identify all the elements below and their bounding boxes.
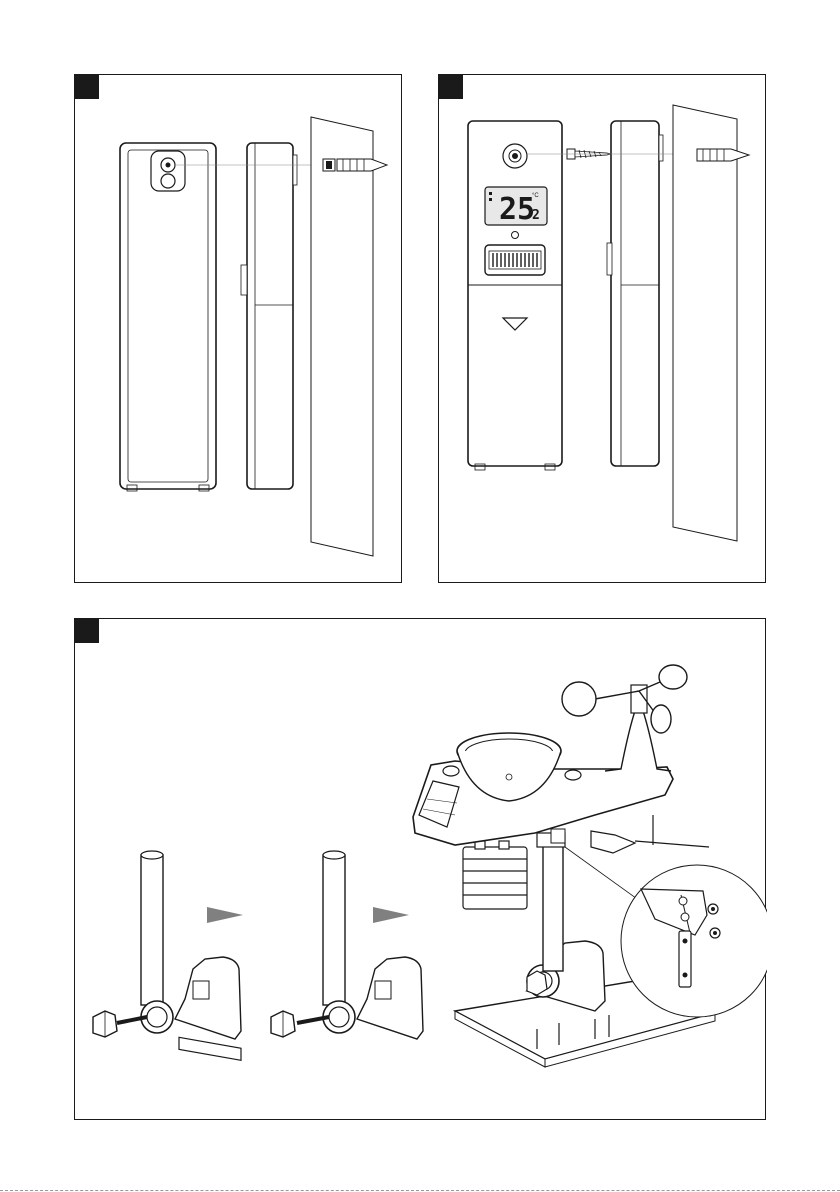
panel-3 [74, 618, 766, 1120]
panel-2-illustration: 25 2 °C [439, 75, 767, 584]
detail-callout [621, 865, 767, 1017]
mount-hole-icon [503, 144, 527, 168]
nut-icon [710, 928, 720, 938]
page-bottom-rule [0, 1190, 840, 1191]
step-2-pole-mount [271, 851, 423, 1039]
sensor-side [247, 143, 293, 489]
radiation-shield [463, 841, 527, 909]
keyhole-mount-icon [151, 151, 185, 191]
led-indicator [512, 232, 519, 239]
wall-plug-icon [697, 149, 749, 161]
wind-vane [591, 815, 709, 853]
sensor-back [120, 143, 216, 489]
panel-1 [74, 74, 402, 583]
anemometer-cups [562, 665, 687, 733]
knob-icon [271, 1011, 295, 1037]
display-unit-side [611, 121, 659, 466]
wall-plane [673, 105, 737, 541]
knob-icon [93, 1011, 117, 1037]
panel-1-illustration [75, 75, 403, 584]
display-unit-front [468, 121, 562, 466]
panel-2: 25 2 °C [438, 74, 766, 583]
nut-icon [708, 904, 718, 914]
step-1-pole-mount [93, 851, 241, 1060]
lcd-unit: °C [532, 193, 539, 199]
lcd-value-main: 25 [499, 192, 535, 227]
lcd-value-decimal: 2 [532, 208, 540, 223]
panel-3-illustration [75, 619, 767, 1121]
screw-icon [323, 159, 335, 171]
lcd-display: 25 2 °C [485, 187, 547, 227]
wall-plug-icon [337, 159, 387, 171]
play-arrow-icon [207, 907, 243, 923]
play-arrow-icon [373, 907, 409, 923]
grille-button [485, 245, 545, 275]
wall-plane [311, 117, 373, 556]
mounting-plate [679, 931, 691, 987]
